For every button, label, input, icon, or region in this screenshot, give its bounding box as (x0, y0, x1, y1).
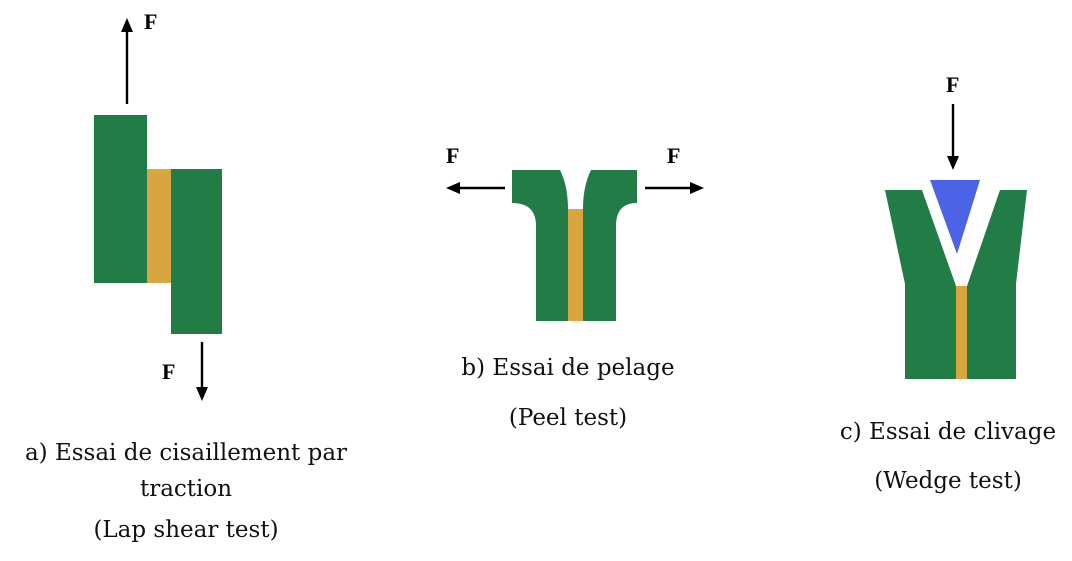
force-arrow-down (196, 342, 208, 401)
panel-wedge: F c) Essai de clivage (Wedge test) (840, 72, 1056, 494)
force-arrow-left (446, 182, 505, 194)
right-cleave-arm (967, 190, 1027, 379)
lower-substrate (171, 169, 222, 334)
force-label-wedge: F (946, 72, 959, 97)
caption-b-english: (Peel test) (509, 405, 627, 431)
wedge (930, 180, 980, 254)
caption-c-line1: c) Essai de clivage (840, 419, 1056, 445)
force-label-top: F (144, 9, 157, 34)
left-cleave-arm (885, 190, 956, 379)
adhesive-layer (956, 286, 967, 379)
force-label-bottom: F (162, 359, 175, 384)
left-peel-arm (512, 170, 568, 321)
panel-lap-shear: F F a) Essai de cisaillement par tractio… (25, 9, 347, 543)
caption-a-line2: traction (140, 476, 232, 502)
force-label-left: F (446, 143, 459, 168)
caption-c-english: (Wedge test) (874, 468, 1022, 494)
panel-peel: F F b) Essai de pelage (Peel test) (446, 143, 704, 431)
caption-a-line1: a) Essai de cisaillement par (25, 440, 347, 466)
force-arrow-up (121, 18, 133, 104)
adhesive-layer (147, 169, 171, 283)
caption-a-english: (Lap shear test) (93, 517, 278, 543)
upper-substrate (94, 115, 147, 283)
adhesive-layer (568, 209, 583, 321)
right-peel-arm (583, 170, 637, 321)
force-arrow-down-wedge (947, 104, 959, 170)
caption-b-line1: b) Essai de pelage (461, 355, 674, 381)
force-arrow-right (645, 182, 704, 194)
force-label-right: F (667, 143, 680, 168)
